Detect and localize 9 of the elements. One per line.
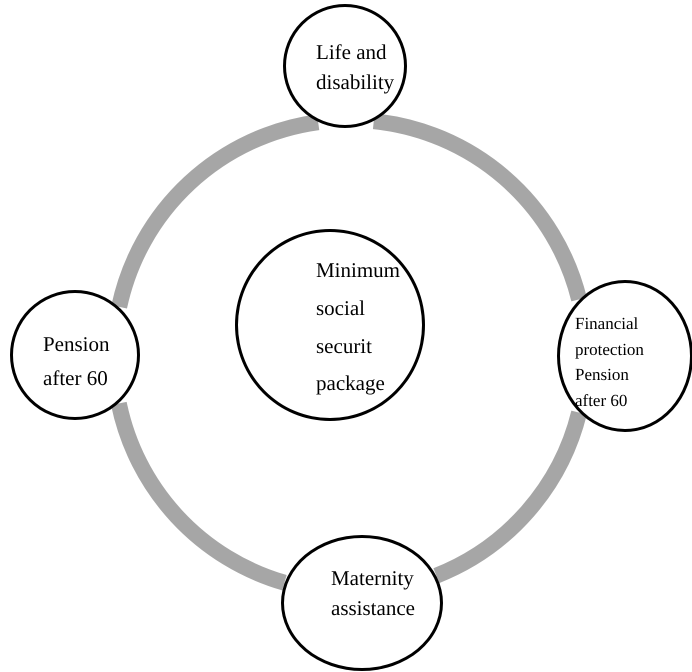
ring-connector xyxy=(432,410,587,583)
node-text: Maternity assistance xyxy=(331,565,416,622)
node-text: Minimum social securit package xyxy=(316,257,402,398)
ring-connector xyxy=(111,114,320,310)
ring-connector xyxy=(372,113,587,302)
ring-connector xyxy=(111,401,288,590)
node-text: Pension after 60 xyxy=(43,331,111,392)
node-text: Financial protection Pension after 60 xyxy=(575,313,645,412)
node-text: Life and disability xyxy=(316,39,396,96)
